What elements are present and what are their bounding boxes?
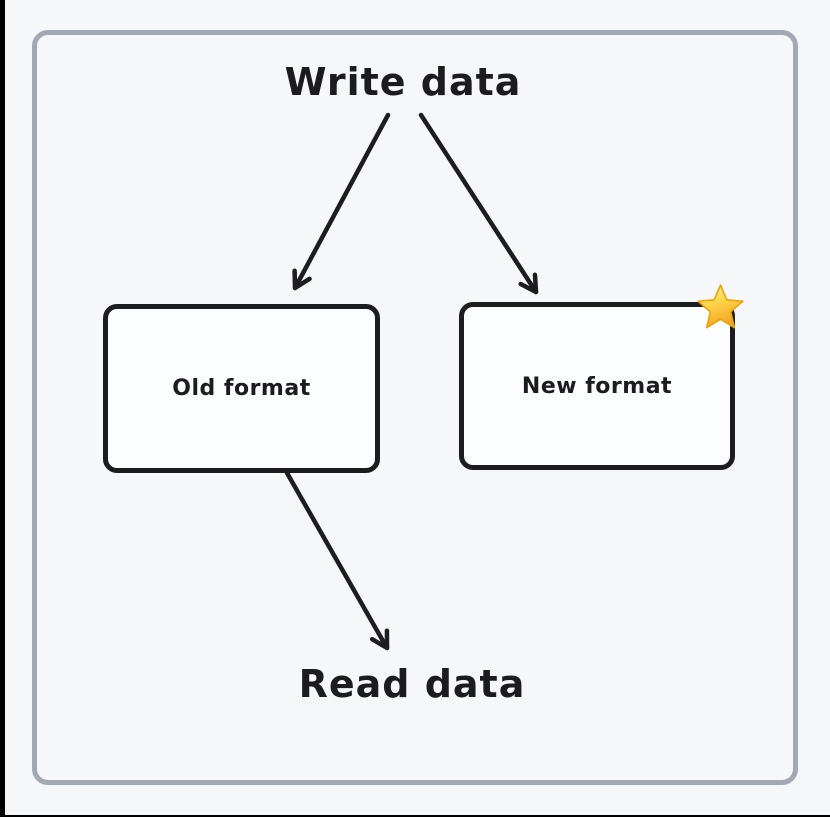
node-old-format-box: Old format <box>103 304 380 473</box>
node-new-format-label: New format <box>521 373 673 399</box>
outer-frame <box>32 30 798 785</box>
node-old-format-label: Old format <box>172 376 311 401</box>
star-icon <box>697 284 744 329</box>
node-new-format-box: New format <box>459 284 744 470</box>
screen-edge-bottom <box>0 815 830 817</box>
screen-edge-left <box>0 0 5 817</box>
node-read-data: Read data <box>298 662 526 706</box>
node-write-data: Write data <box>284 60 522 104</box>
